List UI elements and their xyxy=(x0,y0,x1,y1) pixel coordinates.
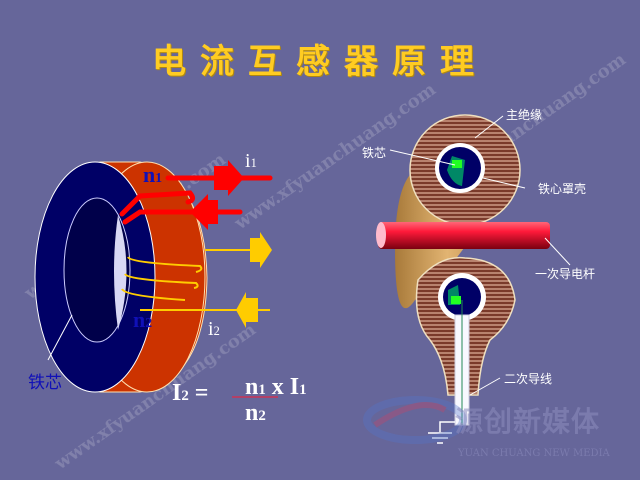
n2-label: n2 xyxy=(133,307,153,332)
i2-label: i2 xyxy=(208,318,220,340)
label-main-insulation: 主绝缘 xyxy=(506,108,543,122)
formula-numerator: n1 x I1 xyxy=(245,374,307,400)
leader-lines xyxy=(389,115,571,396)
n1-label: n1 xyxy=(143,162,163,187)
core-pointer xyxy=(47,314,73,361)
ct-cross-section xyxy=(376,114,550,444)
watermark-logo-en: YUAN CHUANG NEW MEDIA xyxy=(458,448,610,459)
primary-arrows xyxy=(190,160,244,230)
formula-lhs: I2 = xyxy=(172,380,209,406)
watermark-logo-swoosh xyxy=(363,396,467,444)
secondary-arrows xyxy=(236,232,272,328)
core-label: 铁芯 xyxy=(28,373,62,393)
label-primary-bar: 一次导电杆 xyxy=(535,267,596,281)
formula-denominator: n2 xyxy=(245,400,266,426)
label-core-shell: 铁心罩壳 xyxy=(538,182,587,196)
label-iron-core: 铁芯 xyxy=(362,146,387,160)
page-title: 电流互感器原理 xyxy=(152,42,488,82)
label-secondary-wire: 二次导线 xyxy=(504,372,553,386)
i1-label: i1 xyxy=(245,150,257,172)
toroid-core xyxy=(34,161,208,393)
watermark-logo-cn: 源创新媒体 xyxy=(455,405,601,438)
